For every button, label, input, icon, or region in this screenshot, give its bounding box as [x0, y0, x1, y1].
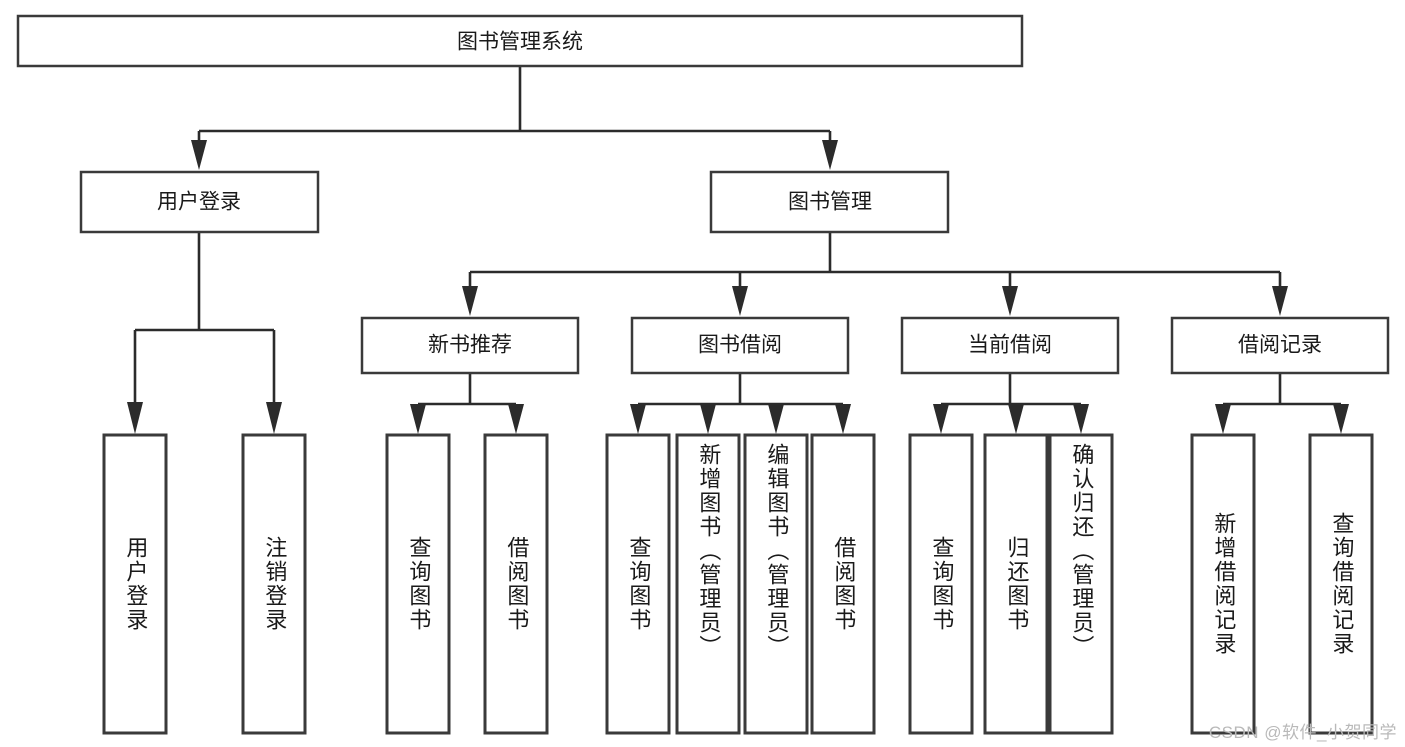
arrow-leaf-confirm-return-admin: [1073, 404, 1089, 434]
node-current-borrow-label: 当前借阅: [968, 334, 1052, 357]
node-root[interactable]: 图书管理系统: [16, 14, 1024, 68]
arrow-leaf-add-borrow-record: [1215, 404, 1231, 434]
node-root-box[interactable]: [16, 14, 1024, 68]
node-borrow-record-box[interactable]: [1170, 316, 1390, 375]
leaf-box-query-book-current[interactable]: [908, 433, 974, 735]
leaf-box-user-login[interactable]: [102, 433, 168, 735]
node-user-login[interactable]: 用户登录: [79, 170, 320, 234]
arrow-leaf-query-borrow-record: [1333, 404, 1349, 434]
arrow-to-borrow-record: [1272, 286, 1288, 316]
arrow-to-user-login: [191, 140, 207, 170]
leaf-box-borrow-book[interactable]: [810, 433, 876, 735]
leaf-box-return-book[interactable]: [983, 433, 1049, 735]
node-new-book-recommend-label: 新书推荐: [428, 334, 512, 357]
node-borrow-record[interactable]: 借阅记录: [1170, 316, 1390, 375]
leaf-layer: [102, 433, 1374, 735]
node-book-manage[interactable]: 图书管理: [709, 170, 950, 234]
node-book-borrow-box[interactable]: [630, 316, 850, 375]
leaf-box-edit-book-admin[interactable]: [743, 433, 809, 735]
arrow-leaf-query-book-borrow: [630, 404, 646, 434]
arrow-leaf-logout: [266, 402, 282, 434]
leaf-box-add-borrow-record[interactable]: [1190, 433, 1256, 735]
node-book-manage-box[interactable]: [709, 170, 950, 234]
node-book-borrow[interactable]: 图书借阅: [630, 316, 850, 375]
node-book-manage-label: 图书管理: [788, 191, 872, 214]
node-borrow-record-label: 借阅记录: [1238, 334, 1322, 357]
arrow-leaf-edit-book-admin: [768, 404, 784, 434]
node-book-borrow-label: 图书借阅: [698, 334, 782, 357]
node-new-book-recommend-box[interactable]: [360, 316, 580, 375]
arrow-leaf-add-book-admin: [700, 404, 716, 434]
leaf-box-query-book-borrow[interactable]: [605, 433, 671, 735]
csdn-watermark: CSDN @软件_小贺同学: [1208, 723, 1397, 742]
leaf-box-confirm-return-admin[interactable]: [1048, 433, 1114, 735]
node-root-label: 图书管理系统: [457, 31, 583, 54]
arrow-leaf-query-book-rec: [410, 404, 426, 434]
leaf-box-logout[interactable]: [241, 433, 307, 735]
arrow-to-new-book-recommend: [462, 286, 478, 316]
arrow-leaf-user-login: [127, 402, 143, 434]
arrow-leaf-borrow-book: [835, 404, 851, 434]
arrow-leaf-borrow-book-rec: [508, 404, 524, 434]
node-current-borrow-box[interactable]: [900, 316, 1120, 375]
node-user-login-label: 用户登录: [157, 191, 241, 214]
arrow-leaf-return-book: [1008, 404, 1024, 434]
leaf-box-borrow-book-rec[interactable]: [483, 433, 549, 735]
leaf-box-query-book-rec[interactable]: [385, 433, 451, 735]
arrow-to-current-borrow: [1002, 286, 1018, 316]
node-current-borrow[interactable]: 当前借阅: [900, 316, 1120, 375]
arrow-leaf-query-book-current: [933, 404, 949, 434]
arrow-to-book-borrow: [732, 286, 748, 316]
node-new-book-recommend[interactable]: 新书推荐: [360, 316, 580, 375]
leaf-box-add-book-admin[interactable]: [675, 433, 741, 735]
edge-layer: [127, 66, 1349, 434]
leaf-box-query-borrow-record[interactable]: [1308, 433, 1374, 735]
node-user-login-box[interactable]: [79, 170, 320, 234]
arrow-to-book-manage: [822, 140, 838, 170]
